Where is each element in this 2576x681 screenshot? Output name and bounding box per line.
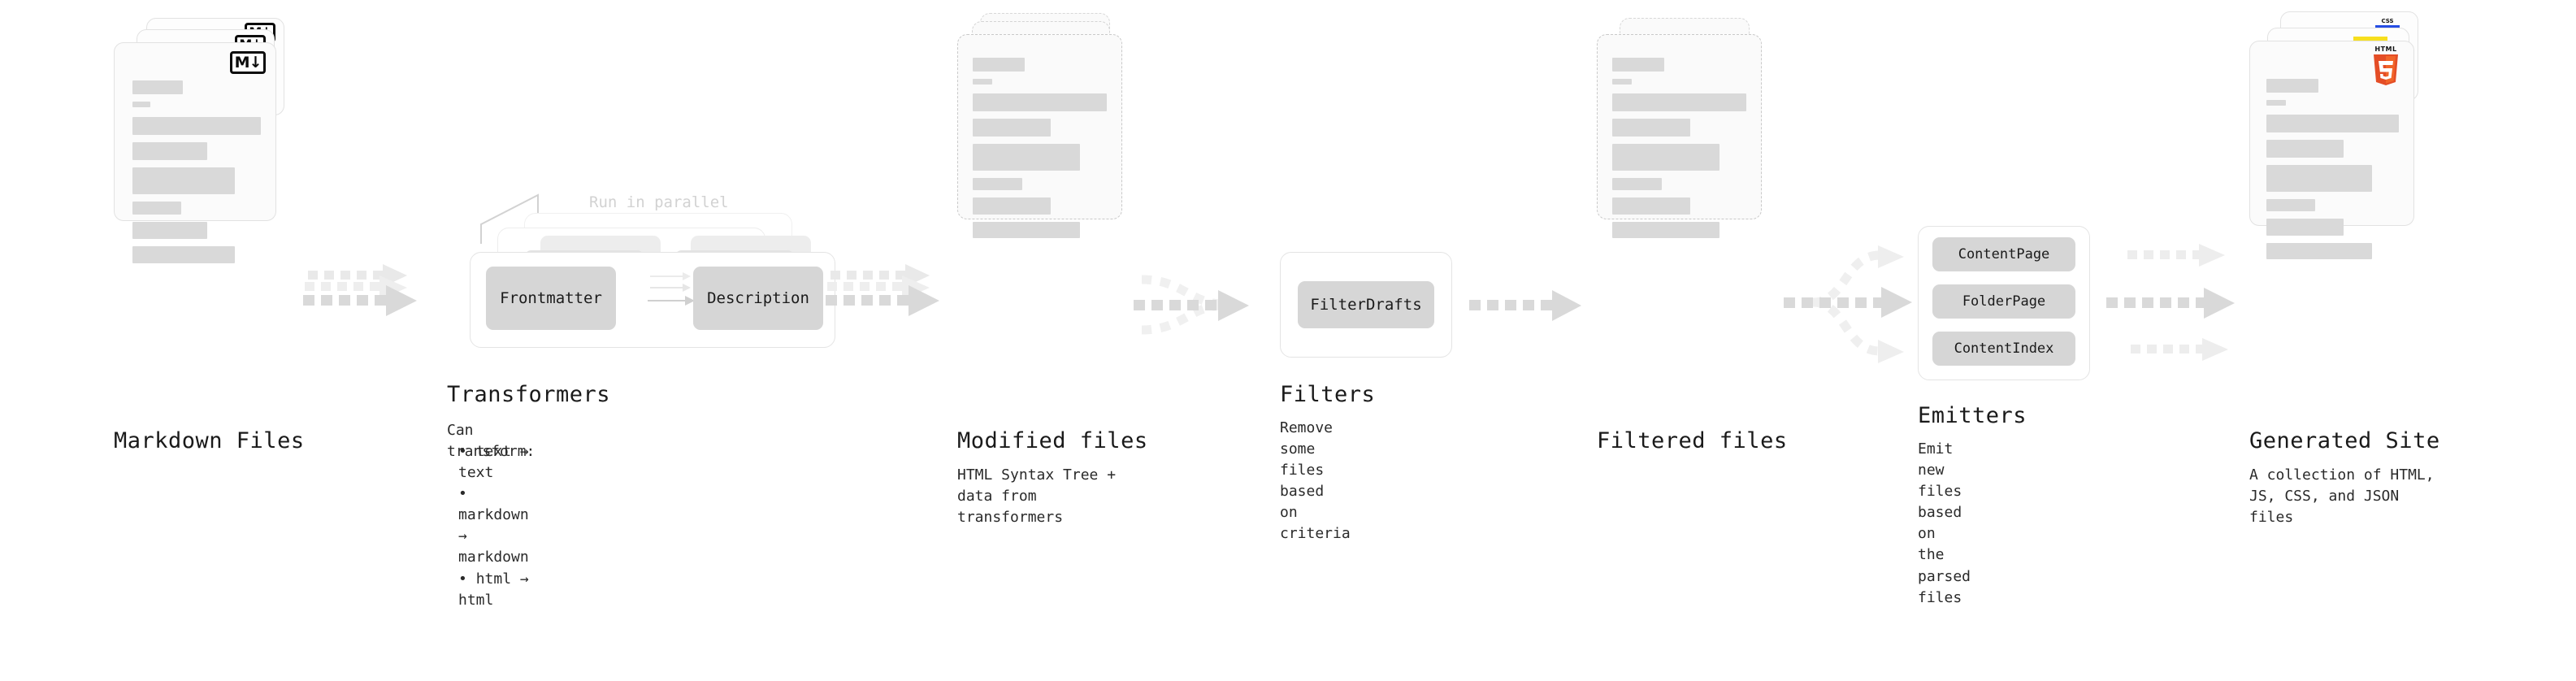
generated-site-description: A collection of HTML, JS, CSS, and JSON …	[2249, 466, 2435, 527]
emitter-chip-folderpage[interactable]: FolderPage	[1932, 284, 2075, 319]
emitters-description: Emit new files based on the parsed files	[1918, 440, 1971, 606]
doc-line	[2266, 140, 2344, 158]
stage-title-transformers: Transformers	[447, 382, 611, 407]
transformers-bullet-list: • text → text • markdown → markdown • ht…	[458, 441, 529, 611]
run-in-parallel-label: Run in parallel	[589, 193, 729, 211]
generated-doc-html: HTML	[2249, 41, 2414, 259]
run-in-parallel-bracket	[480, 193, 539, 244]
doc-line	[2266, 165, 2373, 192]
stage-filtered-files: Filtered files	[1597, 0, 1787, 453]
doc-line	[2266, 100, 2286, 106]
doc-line	[1612, 58, 1664, 72]
connector-modified-to-filters	[1134, 275, 1249, 335]
doc-line	[1612, 79, 1632, 85]
bullet-text: html → html	[458, 570, 529, 609]
bullet-text: text → text	[458, 443, 529, 482]
doc-line	[973, 222, 1080, 238]
connector-filtered-to-emitters	[1784, 245, 1912, 363]
modified-doc-front	[957, 34, 1122, 238]
connector-transformers-to-modified	[826, 264, 939, 316]
doc-line	[132, 117, 261, 135]
transformer-inner-arrows	[648, 272, 695, 306]
stage-generated-site: CSS HTML	[2249, 0, 2439, 526]
doc-line	[132, 202, 182, 215]
transformer-chip-description[interactable]: Description	[693, 267, 823, 330]
transformers-description: Can transform:	[447, 422, 536, 461]
connector-md-to-transformers	[303, 264, 417, 316]
doc-line	[1612, 178, 1663, 190]
filtered-doc-front	[1597, 34, 1762, 238]
doc-line	[2266, 199, 2316, 211]
doc-line	[2266, 243, 2373, 259]
doc-line	[973, 178, 1023, 190]
doc-skeleton-lines	[973, 58, 1107, 245]
doc-line	[2266, 79, 2318, 93]
doc-line	[1612, 93, 1746, 111]
stage-title-modified-files: Modified files	[957, 428, 1148, 453]
stage-title-markdown-files: Markdown Files	[114, 428, 305, 453]
doc-line	[973, 119, 1051, 137]
doc-line	[132, 142, 207, 160]
generated-doc-stack: CSS HTML	[2249, 0, 2436, 276]
doc-line	[973, 93, 1107, 111]
doc-line	[973, 144, 1080, 171]
doc-line	[1612, 119, 1690, 137]
stage-title-filtered-files: Filtered files	[1597, 428, 1788, 453]
doc-line	[1612, 197, 1690, 215]
stage-modified-files: Modified files HTML Syntax Tree + data f…	[957, 0, 1147, 526]
doc-line	[973, 197, 1051, 215]
html5-icon: HTML	[2371, 46, 2400, 85]
emitter-chip-contentpage[interactable]: ContentPage	[1932, 237, 2075, 271]
doc-skeleton-lines	[132, 80, 261, 271]
filters-description: Remove some files based on criteria	[1280, 419, 1351, 543]
markdown-doc-front: M↓	[114, 42, 276, 263]
bullet-item: • text → text	[458, 443, 529, 482]
stage-markdown-files: M↓ M↓ M↓ Markdown	[114, 0, 304, 453]
stage-title-emitters: Emitters	[1918, 403, 2027, 428]
emitter-chip-contentindex[interactable]: ContentIndex	[1932, 332, 2075, 366]
markdown-doc-stack: M↓ M↓ M↓	[114, 0, 293, 263]
doc-line	[132, 222, 207, 239]
doc-line	[2266, 219, 2344, 236]
connector-filters-to-filtered	[1469, 290, 1581, 321]
doc-skeleton-lines	[1612, 58, 1746, 245]
bullet-item: • html → html	[458, 570, 529, 609]
filter-chip-filterdrafts[interactable]: FilterDrafts	[1298, 281, 1434, 328]
stage-title-generated-site: Generated Site	[2249, 428, 2440, 453]
doc-line	[132, 80, 183, 94]
doc-line	[132, 167, 236, 194]
doc-line	[973, 58, 1025, 72]
doc-line	[132, 246, 236, 263]
bullet-item: • markdown → markdown	[458, 485, 529, 566]
markdown-badge-icon: M↓	[230, 51, 266, 74]
doc-line	[1612, 222, 1720, 238]
doc-line	[2266, 115, 2399, 132]
transformer-chip-frontmatter[interactable]: Frontmatter	[486, 267, 616, 330]
filtered-doc-stack	[1597, 0, 1776, 276]
doc-line	[132, 102, 150, 107]
connector-emitters-to-site	[2106, 244, 2235, 361]
modified-files-description: HTML Syntax Tree + data from transformer…	[957, 466, 1117, 527]
doc-line	[1612, 144, 1720, 171]
doc-line	[973, 79, 992, 85]
modified-doc-stack	[957, 0, 1136, 276]
stage-title-filters: Filters	[1280, 382, 1376, 407]
css3-icon: CSS	[2375, 19, 2400, 28]
doc-skeleton-lines	[2266, 79, 2399, 267]
bullet-text: markdown → markdown	[458, 506, 529, 566]
